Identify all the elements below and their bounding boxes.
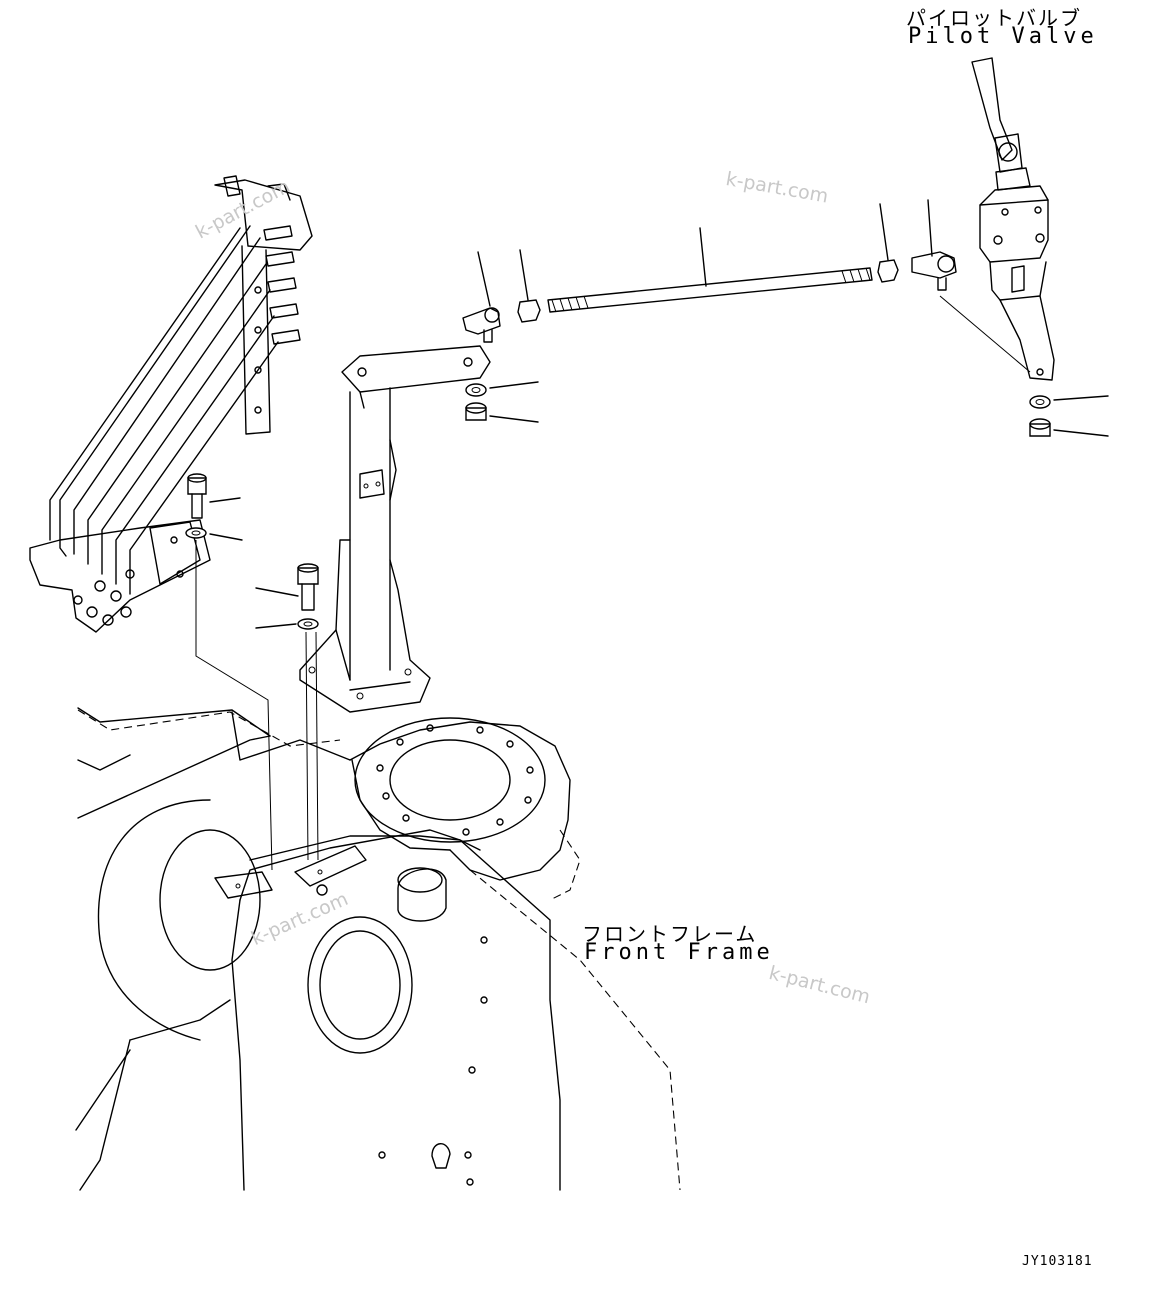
- front-frame-label-en: Front Frame: [584, 940, 774, 965]
- pilot-valve-label-en: Pilot Valve: [908, 24, 1098, 49]
- fittings-top: [263, 225, 301, 345]
- pedestal: [299, 345, 491, 713]
- hydraulic-block: [29, 175, 313, 633]
- linkage-rod: [462, 199, 1109, 437]
- bolts-left: [185, 473, 319, 871]
- front-frame-label-jp: フロントフレーム: [582, 922, 758, 946]
- drawing-reference: JY103181: [1022, 1254, 1093, 1269]
- pilot-valve: [971, 57, 1055, 381]
- pilot-valve-label-jp: パイロットバルブ: [906, 6, 1082, 30]
- front-frame: [75, 707, 681, 1191]
